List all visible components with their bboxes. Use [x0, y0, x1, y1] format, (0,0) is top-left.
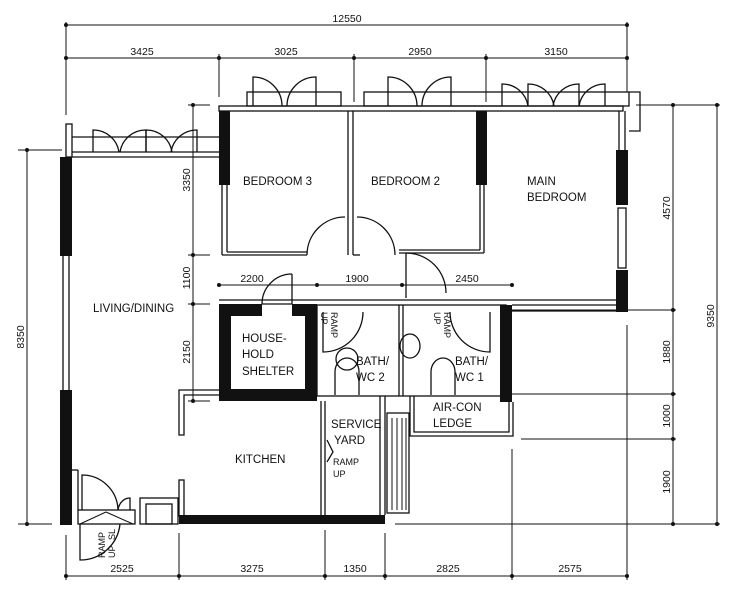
dim-bottom-3: 1350 — [343, 563, 367, 575]
room-service-yard-l1: SERVICE — [331, 419, 382, 431]
dim-right-3: 1000 — [661, 404, 673, 428]
room-bath-wc2-l1: BATH/ — [356, 356, 390, 368]
ramp-entrance-l2: UP — [107, 545, 117, 558]
dimension-lines — [18, 22, 720, 580]
dim-left-overall: 8350 — [15, 325, 27, 349]
room-service-yard-l2: YARD — [334, 435, 365, 447]
dim-inner-2: 1100 — [181, 267, 193, 290]
room-main-bedroom-l2: BEDROOM — [527, 192, 586, 204]
room-kitchen: KITCHEN — [235, 454, 285, 466]
ramp-bath1-l2: UP — [432, 312, 442, 325]
dim-middle-2: 1900 — [345, 273, 369, 285]
room-aircon-ledge-l1: AIR-CON — [433, 402, 482, 414]
room-living-dining: LIVING/DINING — [93, 303, 174, 315]
dim-bottom-4: 2825 — [436, 563, 460, 575]
room-bath-wc2-l2: WC 2 — [356, 372, 385, 384]
dim-middle-3: 2450 — [455, 273, 479, 285]
ramp-bath1-l1: RAMP — [442, 312, 452, 338]
dim-right-1: 4570 — [661, 196, 673, 220]
windows — [92, 76, 606, 153]
dim-top-2: 3025 — [274, 46, 298, 58]
dim-right-4: 1900 — [661, 470, 673, 494]
dim-right-2: 1880 — [661, 340, 673, 364]
dim-overall-width: 12550 — [332, 13, 361, 25]
room-aircon-ledge-l2: LEDGE — [433, 418, 472, 430]
room-bath-wc1-l2: WC 1 — [455, 372, 484, 384]
dim-middle-1: 2200 — [240, 273, 264, 285]
dim-right-overall: 9350 — [705, 304, 717, 328]
walls — [60, 91, 641, 561]
dim-bottom-2: 3275 — [240, 563, 264, 575]
dim-bottom-1: 2525 — [110, 563, 134, 575]
ramp-entrance-l1: RAMP — [97, 532, 107, 558]
dim-top-3: 2950 — [408, 46, 432, 58]
room-shelter-l1: HOUSE- — [242, 333, 287, 345]
ramp-service-l2: UP — [333, 469, 346, 479]
ramp-service-l1: RAMP — [333, 457, 359, 467]
dim-top-1: 3425 — [130, 46, 154, 58]
ramp-bath2-l1: RAMP — [329, 312, 339, 338]
ramp-bath2-l2: UP — [319, 312, 329, 325]
room-shelter-l3: SHELTER — [242, 366, 294, 378]
room-main-bedroom-l1: MAIN — [527, 176, 556, 188]
dim-bottom-5: 2575 — [558, 563, 582, 575]
room-bath-wc1-l1: BATH/ — [455, 356, 489, 368]
dim-inner-1: 3350 — [181, 168, 193, 192]
room-bedroom-3: BEDROOM 3 — [243, 176, 312, 188]
dim-top-4: 3150 — [544, 46, 568, 58]
room-shelter-l2: HOLD — [242, 349, 274, 361]
ramp-entrance-l3: SL — [107, 529, 117, 540]
dim-inner-3: 2150 — [181, 340, 193, 364]
room-bedroom-2: BEDROOM 2 — [371, 176, 440, 188]
